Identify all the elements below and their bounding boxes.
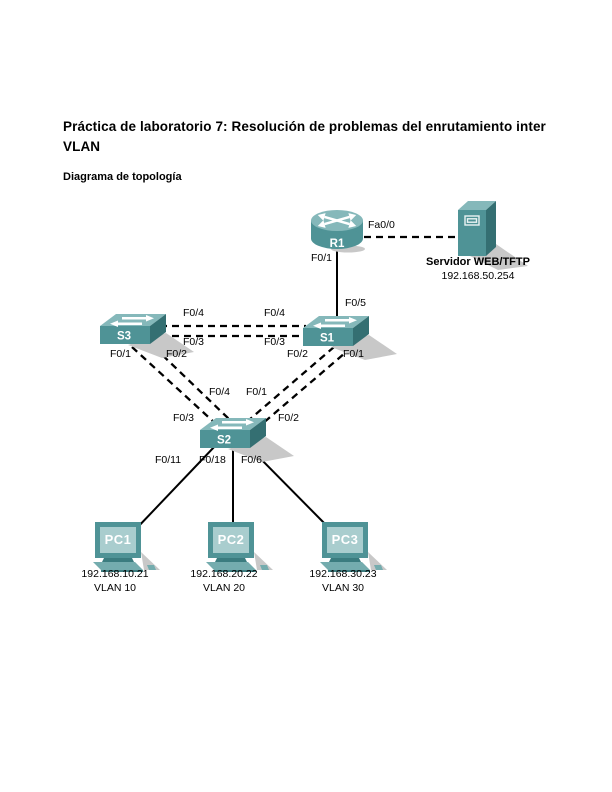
port-label-s1-f0-2: F0/2 [287,348,309,360]
port-label-s2-f0-6: F0/6 [241,454,263,466]
switch-shadow [128,333,194,358]
switch-label: S2 [217,435,231,447]
pc-shadow [141,552,160,570]
link-s3-s2-a [131,346,217,425]
port-label-s1-f0-4: F0/4 [264,307,286,319]
switch-icon: S3 [100,314,194,358]
pc2: PC2 [205,522,277,581]
port-label-s1-f0-1: F0/1 [343,348,365,360]
pc1: PC1 [92,522,164,581]
mouse-icon [374,565,383,570]
page-title: Práctica de laboratorio 7: Resolución de… [63,119,546,154]
pc2-caption: 192.168.20.22 VLAN 20 [174,568,274,595]
port-label-s2-f0-4: F0/4 [209,386,231,398]
switch-arrows-icon [210,419,254,431]
link-s3-s2-b [153,346,231,421]
port-label-s1-f0-5: F0/5 [345,297,367,309]
pc1-vlan: VLAN 10 [93,581,137,594]
pc-label: PC1 [105,532,132,547]
server-name: Servidor WEB/TFTP [426,256,530,268]
pc-icon: PC2 [206,522,273,572]
pc-label: PC3 [332,532,359,547]
switch-s1: S1 [303,314,399,367]
link-s1-s2-b [261,346,353,425]
router-label: R1 [330,238,345,250]
pc3-vlan: VLAN 30 [321,581,365,594]
server-ip: 192.168.50.254 [441,269,515,282]
pc-label: PC2 [218,532,245,547]
port-label-r1-fa0-0: Fa0/0 [368,219,395,231]
router-icon: R1 [311,210,365,253]
router-arrows-icon [317,213,357,228]
server-panel-icon [464,215,480,226]
pc1-ip: 192.168.10.21 [81,568,149,580]
port-label-s2-f0-2: F0/2 [278,412,300,424]
pc-shadow [368,552,387,570]
switch-icon: S1 [303,316,397,360]
server-web-tftp [458,200,530,277]
port-label-s2-f0-3: F0/3 [173,412,195,424]
switch-label: S1 [320,333,335,345]
server-caption: Servidor WEB/TFTP 192.168.50.254 [417,256,539,283]
port-label-s3-f0-4: F0/4 [183,307,205,319]
port-label-s2-f0-18: F0/18 [199,454,226,466]
pc2-ip: 192.168.20.22 [190,568,258,580]
router-r1: R1 [310,207,366,258]
port-label-s2-f0-11: F0/11 [155,454,182,466]
switch-arrows-icon [313,317,357,329]
pc3-caption: 192.168.30.23 VLAN 30 [293,568,393,595]
switch-s2: S2 [200,416,296,469]
switch-arrows-icon [110,315,154,327]
server-icon [458,201,528,270]
pc3: PC3 [319,522,391,581]
pc-shadow [254,552,273,570]
pc-icon: PC3 [320,522,387,572]
switch-icon: S2 [200,418,294,462]
switch-s3: S3 [100,312,196,365]
pc-icon: PC1 [93,522,160,572]
port-label-s2-f0-1: F0/1 [246,386,268,398]
port-label-s3-f0-3: F0/3 [183,336,205,348]
switch-shadow [331,335,397,360]
port-label-s3-f0-1: F0/1 [110,348,132,360]
pc2-vlan: VLAN 20 [202,581,246,594]
section-heading-topology: Diagrama de topología [63,171,182,183]
port-label-s3-f0-2: F0/2 [166,348,188,360]
pc3-ip: 192.168.30.23 [309,568,377,580]
link-s1-s2-a [248,346,335,421]
link-s2-pc1 [134,444,217,531]
mouse-icon [260,565,269,570]
mouse-icon [147,565,156,570]
port-label-s1-f0-3: F0/3 [264,336,286,348]
port-label-r1-f0-1: F0/1 [311,252,333,264]
pc1-caption: 192.168.10.21 VLAN 10 [65,568,165,595]
switch-label: S3 [117,331,131,343]
switch-shadow [228,437,294,462]
